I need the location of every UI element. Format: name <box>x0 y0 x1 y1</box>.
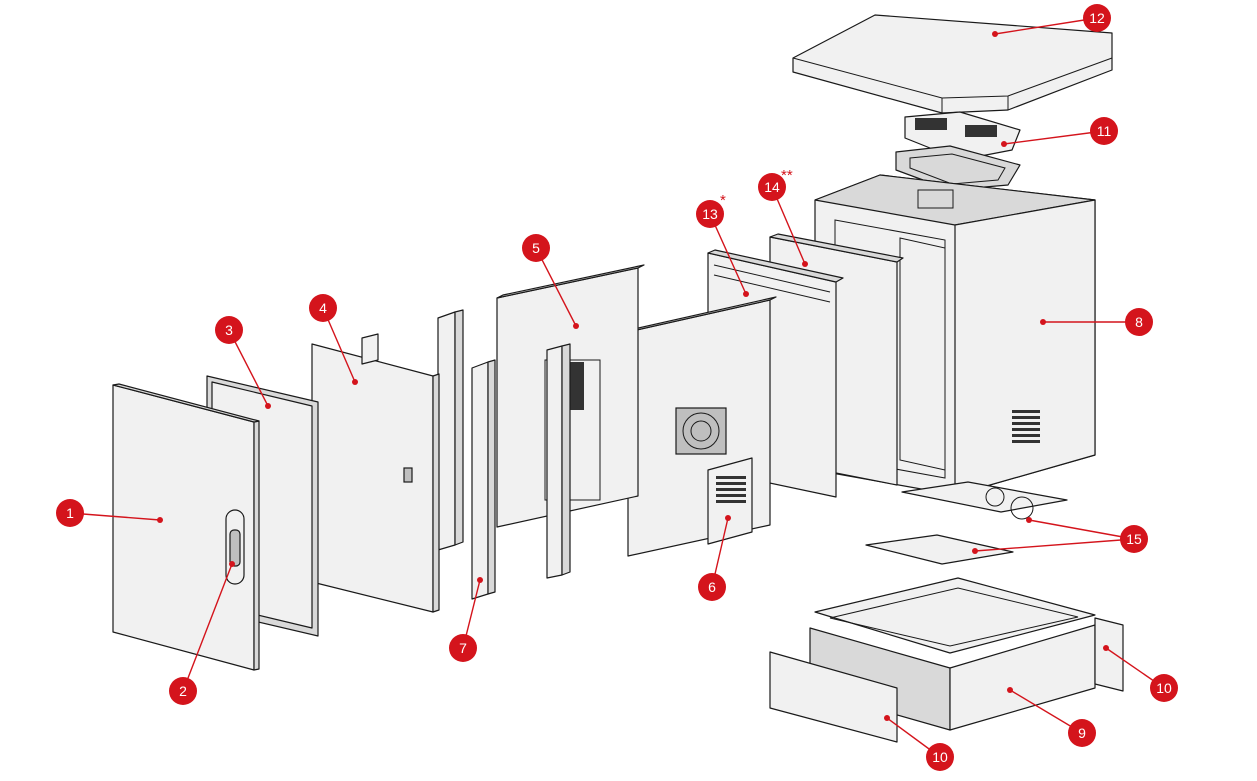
star-mark-14: ** <box>781 167 793 184</box>
callout-2: 2 <box>169 677 197 705</box>
callout-10-right: 10 <box>1150 674 1178 702</box>
plinth-cover-front <box>769 651 898 743</box>
rail-front <box>471 359 496 600</box>
callout-9-label: 9 <box>1078 725 1086 741</box>
callout-12: 12 <box>1083 4 1111 32</box>
callout-7-label: 7 <box>459 640 467 656</box>
callout-1: 1 <box>56 499 84 527</box>
callout-6: 6 <box>698 573 726 601</box>
star-mark-13: * <box>720 192 726 209</box>
callout-1-label: 1 <box>66 505 74 521</box>
callout-15-label: 15 <box>1126 531 1142 547</box>
callout-9: 9 <box>1068 719 1096 747</box>
callout-5-label: 5 <box>532 240 540 256</box>
callout-8: 8 <box>1125 308 1153 336</box>
callout-3: 3 <box>215 316 243 344</box>
rail-rear <box>437 309 571 579</box>
gland-plates <box>865 481 1068 565</box>
swing-frame <box>311 333 440 613</box>
callout-6-label: 6 <box>708 579 716 595</box>
callout-14: 14 <box>758 173 786 201</box>
leader-lines <box>69 17 1165 758</box>
callout-14-label: 14 <box>764 179 780 195</box>
callout-13-label: 13 <box>702 206 718 222</box>
plinth-base <box>809 577 1096 731</box>
fan-door-panel <box>627 296 777 557</box>
callout-4: 4 <box>309 294 337 322</box>
callout-10-front-label: 10 <box>932 749 948 765</box>
callout-7: 7 <box>449 634 477 662</box>
callout-12-label: 12 <box>1089 10 1105 26</box>
callout-2-label: 2 <box>179 683 187 699</box>
roof-cover <box>792 14 1113 114</box>
callout-11: 11 <box>1090 117 1118 145</box>
fan-unit <box>895 111 1021 191</box>
callout-15: 15 <box>1120 525 1148 553</box>
callout-10-front: 10 <box>926 743 954 771</box>
callout-8-label: 8 <box>1135 314 1143 330</box>
callout-13: 13 <box>696 200 724 228</box>
callout-3-label: 3 <box>225 322 233 338</box>
callout-10-right-label: 10 <box>1156 680 1172 696</box>
callout-5: 5 <box>522 234 550 262</box>
callout-4-label: 4 <box>319 300 327 316</box>
callout-11-label: 11 <box>1097 123 1112 139</box>
plinth-cover-right <box>1094 617 1124 692</box>
